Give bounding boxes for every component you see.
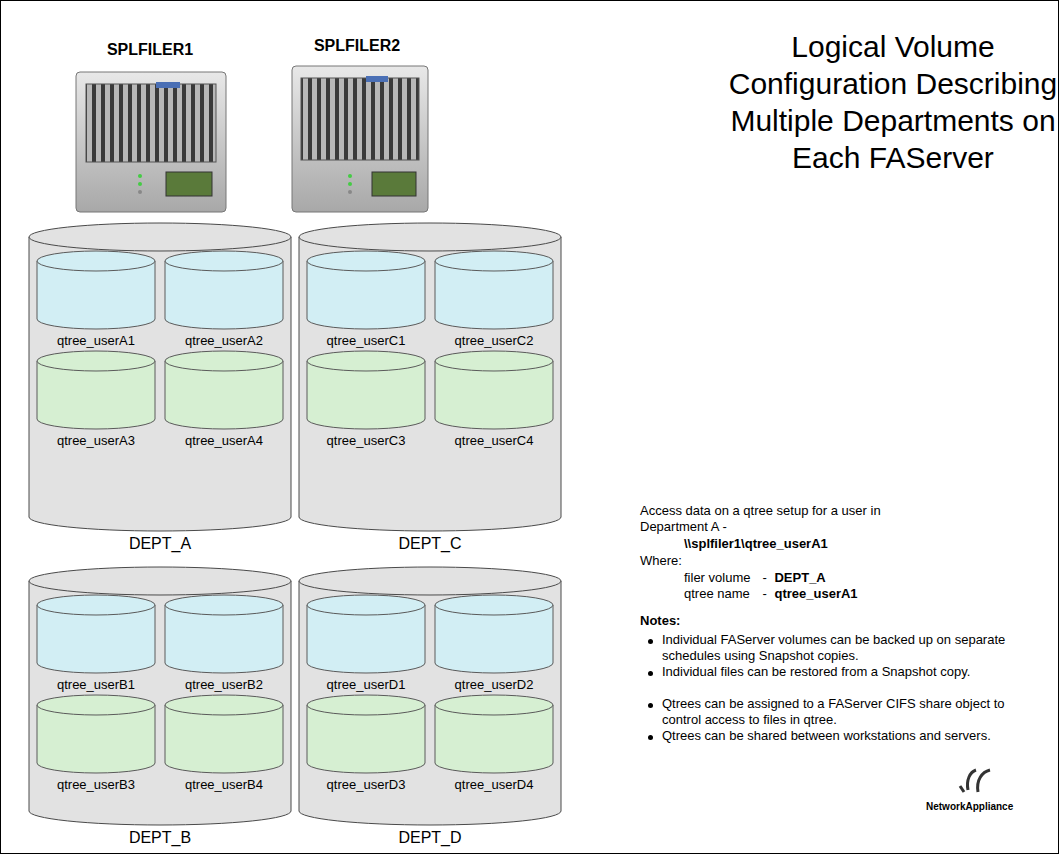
definition-dash: - (762, 586, 766, 602)
note-item: Qtrees can be assigned to a FAServer CIF… (662, 696, 1030, 728)
company-logo-text: NetworkAppliance (926, 800, 1013, 813)
qtree-label: qtree_userD1 (306, 676, 426, 693)
definition-value: DEPT_A (774, 570, 825, 586)
volume-label: DEPT_C (298, 534, 562, 554)
qtree-cylinder: qtree_userD2 (434, 594, 554, 694)
qtree-cylinder: qtree_userA2 (164, 250, 284, 350)
cylinder-outline (164, 694, 284, 774)
volume-label: DEPT_A (28, 534, 292, 554)
note-item: Qtrees can be shared between workstation… (662, 728, 1030, 744)
qtree-label: qtree_userD3 (306, 776, 426, 793)
qtree-cylinder: qtree_userB2 (164, 594, 284, 694)
definition-dash: - (762, 570, 766, 586)
cylinder-outline (434, 250, 554, 330)
diagram-title: Logical Volume Configuration Describing … (712, 28, 1059, 176)
volume-cylinder: DEPT_C qtree_userC1 qtree_userC2 qtree_user… (298, 222, 562, 556)
qtree-cylinder: qtree_userD3 (306, 694, 426, 794)
qtree-label: qtree_userC3 (306, 432, 426, 449)
qtree-cylinder: qtree_userC4 (434, 350, 554, 450)
qtree-label: qtree_userA2 (164, 332, 284, 349)
qtree-cylinder: qtree_userA1 (36, 250, 156, 350)
qtree-cylinder: qtree_userC1 (306, 250, 426, 350)
volume-cylinder: DEPT_B qtree_userB1 qtree_userB2 qtree_user… (28, 566, 292, 848)
definition-term: filer volume (684, 570, 750, 586)
qtree-label: qtree_userB2 (164, 676, 284, 693)
note-item: Individual files can be restored from a … (662, 664, 1030, 680)
cylinder-outline (36, 594, 156, 674)
cylinder-outline (434, 694, 554, 774)
cylinder-outline (434, 350, 554, 430)
definition-term: qtree name (684, 586, 750, 602)
qtree-cylinder: qtree_userD1 (306, 594, 426, 694)
qtree-cylinder: qtree_userB1 (36, 594, 156, 694)
qtree-label: qtree_userA3 (36, 432, 156, 449)
cylinder-outline (306, 694, 426, 774)
cylinder-outline (164, 350, 284, 430)
qtree-cylinder: qtree_userA3 (36, 350, 156, 450)
qtree-label: qtree_userC1 (306, 332, 426, 349)
cylinder-outline (164, 250, 284, 330)
volume-cylinder: DEPT_D qtree_userD1 qtree_userD2 qtree_user… (298, 566, 562, 848)
qtree-cylinder: qtree_userC3 (306, 350, 426, 450)
qtree-label: qtree_userD2 (434, 676, 554, 693)
bullet-dot (648, 639, 653, 644)
qtree-cylinder: qtree_userB4 (164, 694, 284, 794)
access-note: Access data on a qtree setup for a user … (640, 503, 930, 535)
filer-server-2 (292, 66, 428, 212)
filer-name: SPLFILER2 (314, 36, 400, 55)
qtree-label: qtree_userB4 (164, 776, 284, 793)
notes-heading: Notes: (640, 613, 680, 629)
volume-label: DEPT_D (298, 828, 562, 848)
bullet-dot (648, 735, 653, 740)
bullet-dot (648, 671, 653, 676)
qtree-label: qtree_userC2 (434, 332, 554, 349)
filer-name: SPLFILER1 (107, 40, 193, 59)
bullet-dot (648, 703, 653, 708)
note-item: Individual FAServer volumes can be backe… (662, 632, 1030, 664)
volume-label: DEPT_B (28, 828, 292, 848)
where-label: Where: (640, 553, 682, 569)
qtree-label: qtree_userD4 (434, 776, 554, 793)
volume-cylinder: DEPT_A qtree_userA1 qtree_userA2 qtree_user… (28, 222, 292, 556)
cylinder-outline (306, 250, 426, 330)
qtree-cylinder: qtree_userA4 (164, 350, 284, 450)
cylinder-outline (36, 250, 156, 330)
cylinder-outline (164, 594, 284, 674)
filer-server-1 (76, 72, 226, 212)
share-path: \\splfiler1\qtree_userA1 (684, 536, 828, 552)
qtree-label: qtree_userB1 (36, 676, 156, 693)
cylinder-outline (306, 594, 426, 674)
definition-value: qtree_userA1 (774, 586, 857, 602)
qtree-label: qtree_userA4 (164, 432, 284, 449)
qtree-label: qtree_userB3 (36, 776, 156, 793)
company-logo-mark (960, 770, 990, 792)
qtree-label: qtree_userA1 (36, 332, 156, 349)
cylinder-outline (434, 594, 554, 674)
cylinder-outline (36, 350, 156, 430)
qtree-cylinder: qtree_userB3 (36, 694, 156, 794)
cylinder-outline (306, 350, 426, 430)
cylinder-outline (36, 694, 156, 774)
qtree-cylinder: qtree_userC2 (434, 250, 554, 350)
qtree-cylinder: qtree_userD4 (434, 694, 554, 794)
qtree-label: qtree_userC4 (434, 432, 554, 449)
